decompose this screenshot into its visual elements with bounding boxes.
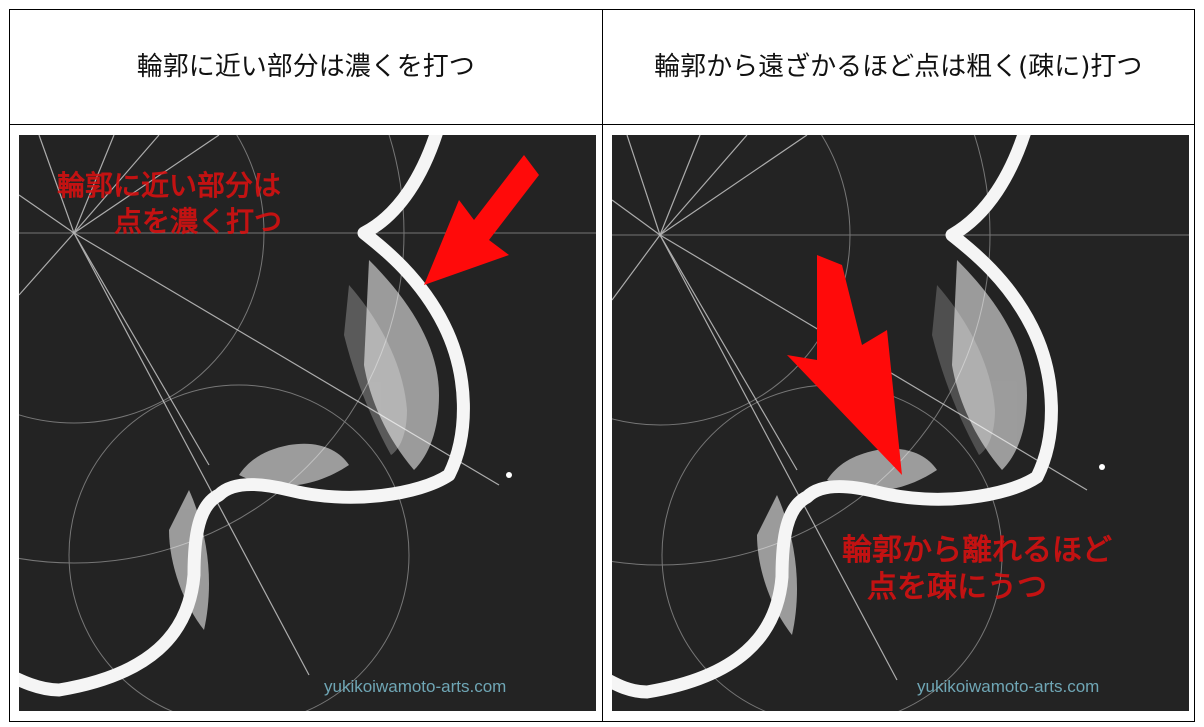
illustration-sparse-dots: 輪郭から離れるほど 点を疎にうつ yukikoiwamoto-arts.com	[611, 135, 1189, 711]
annotation-line-1: 輪郭に近い部分は	[57, 169, 281, 202]
illustration-dense-dots: 輪郭に近い部分は 点を濃く打つ yukikoiwamoto-arts.com	[19, 135, 596, 711]
image-cell-left: 輪郭に近い部分は 点を濃く打つ yukikoiwamoto-arts.com	[9, 124, 603, 722]
image-cell-right: 輪郭から離れるほど 点を疎にうつ yukikoiwamoto-arts.com	[601, 124, 1195, 722]
header-left-text: 輪郭に近い部分は濃くを打つ	[136, 52, 475, 82]
header-cell-left: 輪郭に近い部分は濃くを打つ	[9, 9, 603, 125]
red-arrow-icon	[786, 255, 902, 475]
comparison-table: 輪郭に近い部分は濃くを打つ 輪郭から遠ざかるほど点は粗く(疎に)打つ	[9, 9, 1195, 722]
header-row: 輪郭に近い部分は濃くを打つ 輪郭から遠ざかるほど点は粗く(疎に)打つ	[9, 9, 1195, 125]
image-row: 輪郭に近い部分は 点を濃く打つ yukikoiwamoto-arts.com	[9, 124, 1195, 722]
annotation-line-2: 点を疎にうつ	[867, 570, 1047, 605]
red-arrow-icon	[424, 155, 539, 285]
watermark: yukikoiwamoto-arts.com	[324, 677, 506, 696]
header-cell-right: 輪郭から遠ざかるほど点は粗く(疎に)打つ	[601, 9, 1195, 125]
header-right-text: 輪郭から遠ざかるほど点は粗く(疎に)打つ	[654, 52, 1143, 82]
watermark: yukikoiwamoto-arts.com	[917, 677, 1099, 696]
annotation-line-1: 輪郭から離れるほど	[842, 533, 1112, 568]
annotation-line-2: 点を濃く打つ	[114, 205, 282, 238]
